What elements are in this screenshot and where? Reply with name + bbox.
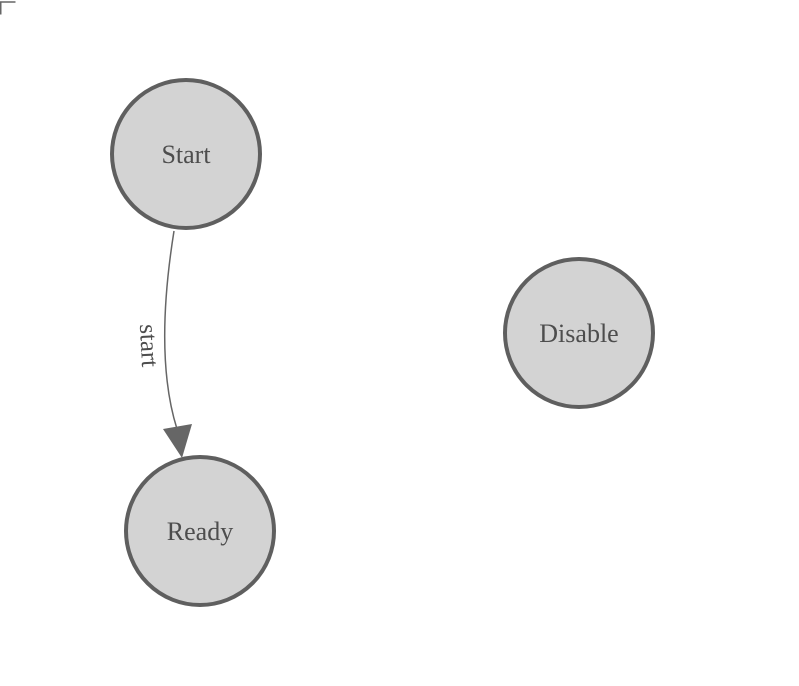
node-disable-label: Disable [539,319,618,348]
arrowhead-icon [163,424,192,458]
node-ready-circle[interactable] [124,455,276,607]
node-start-label: Start [161,140,211,169]
node-ready[interactable]: Ready [124,455,276,607]
transition-label[interactable]: start [134,323,163,367]
node-disable[interactable]: Disable [503,257,655,409]
node-start-circle[interactable] [110,78,262,230]
node-disable-circle[interactable] [503,257,655,409]
transition-curve[interactable] [163,230,178,430]
node-ready-label: Ready [167,517,233,546]
transition-start-to-ready[interactable]: start [134,230,192,458]
canvas-corner-mark [0,1,16,15]
node-start[interactable]: Start [110,78,262,230]
